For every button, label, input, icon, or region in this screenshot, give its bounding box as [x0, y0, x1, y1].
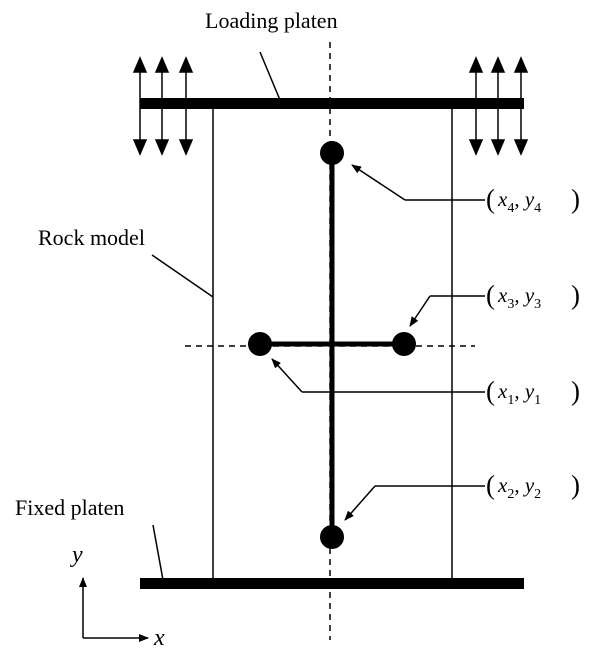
svg-text:(: (	[486, 376, 495, 406]
point-2-leader-arrow	[344, 485, 376, 521]
svg-text:(: (	[486, 184, 495, 214]
svg-text:x1, y1: x1, y1	[497, 379, 541, 408]
fixed-platen-label: Fixed platen	[15, 495, 124, 520]
fixed-platen-leader	[152, 524, 164, 581]
point-1-leader-arrow	[271, 358, 303, 393]
point-4-dot	[320, 141, 344, 165]
loading-platen-label: Loading platen	[205, 8, 338, 33]
fixed-platen	[140, 578, 524, 589]
point-3-label: ( x3, y3 )	[486, 280, 580, 312]
svg-text:): )	[571, 376, 580, 406]
svg-text:): )	[571, 280, 580, 310]
rock-model-leader	[151, 254, 214, 298]
svg-text:x2, y2: x2, y2	[497, 473, 541, 502]
svg-text:): )	[571, 184, 580, 214]
svg-text:x3, y3: x3, y3	[497, 283, 541, 312]
point-2-label: ( x2, y2 )	[486, 470, 580, 502]
svg-text:(: (	[486, 280, 495, 310]
point-1-label: ( x1, y1 )	[486, 376, 580, 408]
y-axis-label: y	[70, 542, 83, 568]
left-load-arrows	[132, 56, 194, 156]
svg-text:): )	[571, 470, 580, 500]
rock-model-label: Rock model	[38, 225, 145, 250]
x-axis-label: x	[153, 625, 165, 651]
svg-text:(: (	[486, 470, 495, 500]
point-4-leader-arrow	[351, 164, 406, 201]
loading-platen-leader	[259, 51, 281, 101]
point-3-dot	[392, 332, 416, 356]
svg-text:x4, y4: x4, y4	[497, 187, 541, 216]
loading-platen	[140, 98, 524, 109]
point-2-dot	[320, 525, 344, 549]
right-load-arrows	[468, 56, 529, 156]
point-3-leader-arrow	[409, 295, 431, 327]
point-1-dot	[248, 332, 272, 356]
point-4-label: ( x4, y4 )	[486, 184, 580, 216]
